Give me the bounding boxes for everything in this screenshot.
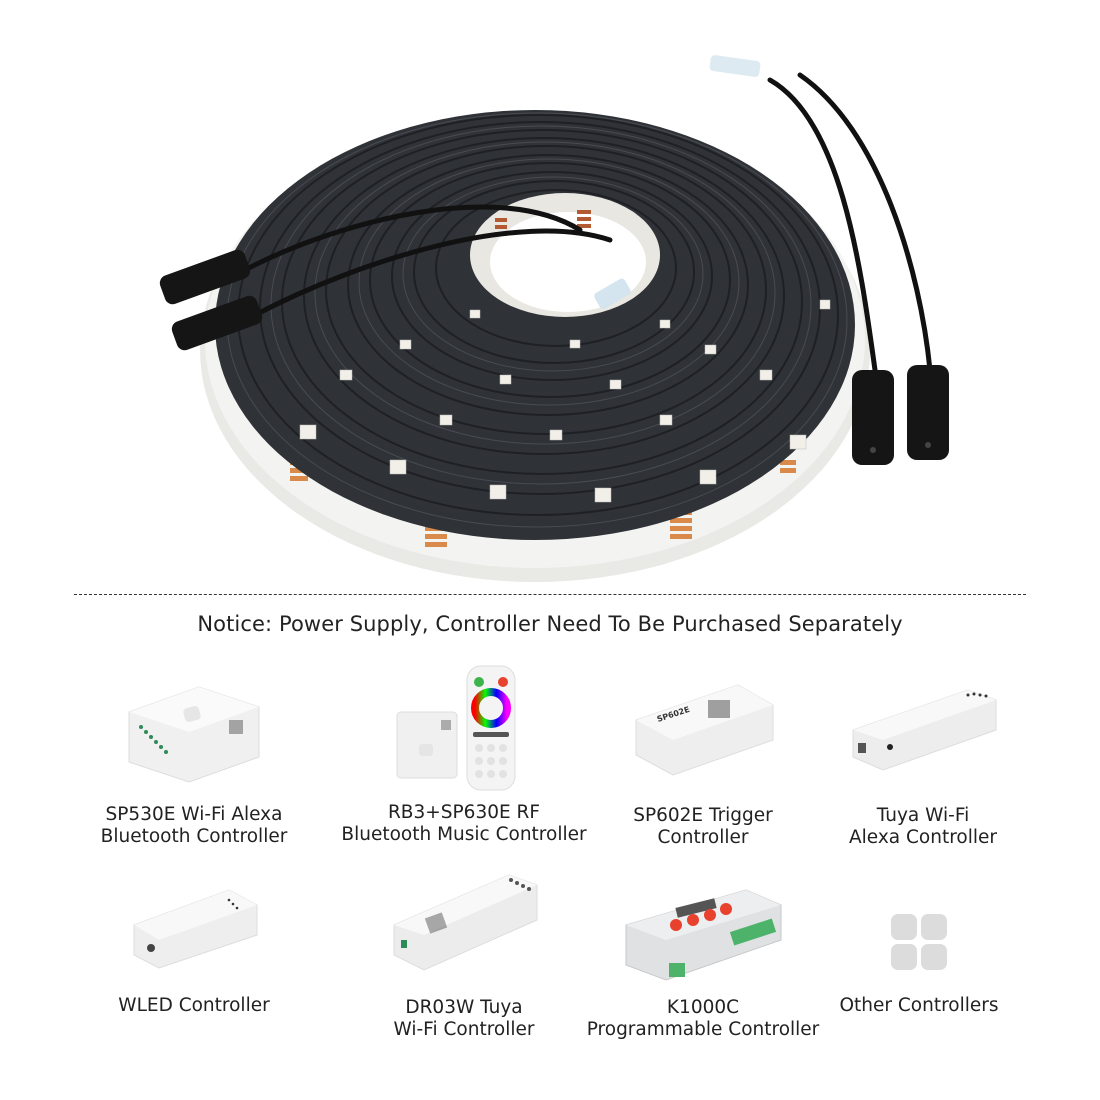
sp602e-controller-image: SP602E [628,680,778,780]
controller-label: WLED Controller [118,995,270,1016]
k1000c-controller-image [621,885,786,985]
purchase-notice: Notice: Power Supply, Controller Need To… [197,612,903,636]
grid-apps-icon [889,912,949,972]
sp530e-controller-image [119,672,269,792]
controller-label: Other Controllers [839,995,999,1016]
controller-card-other: Other Controllers [789,912,1049,1017]
controller-card-wled: WLED Controller [64,880,324,1017]
wled-controller-image [129,880,259,970]
dr03w-controller-image [389,870,539,975]
section-divider [74,594,1026,595]
led-strip-reel-image [140,40,1010,585]
rf-remote-controller-image [389,664,539,792]
tuya-controller-image [848,685,998,775]
